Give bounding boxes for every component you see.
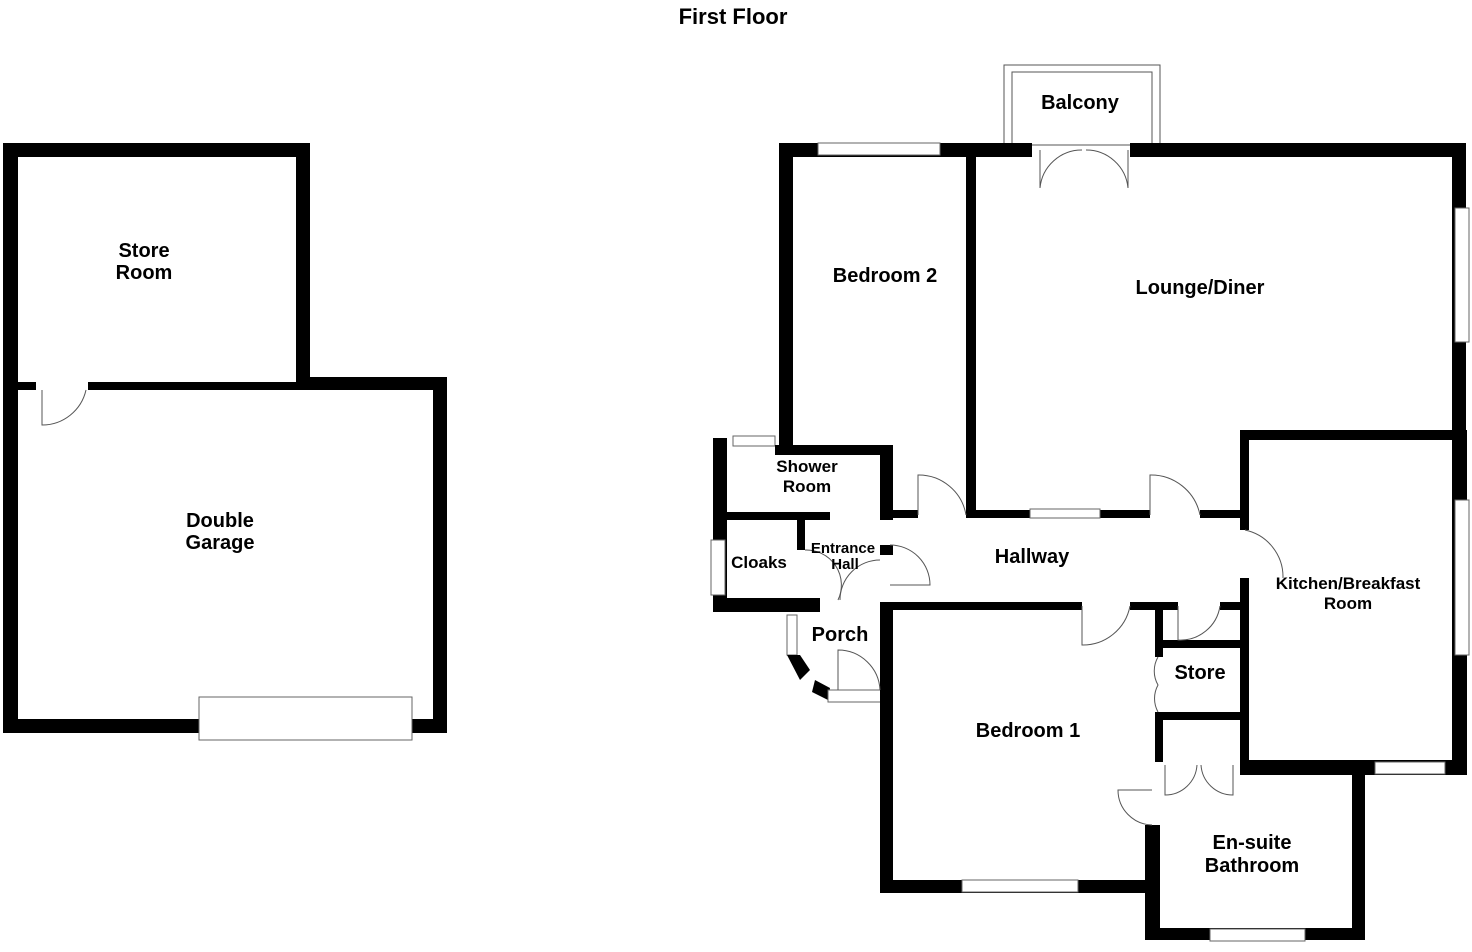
label-lounge-diner: Lounge/Diner [1136, 277, 1265, 299]
door-swing [41, 389, 87, 426]
label-bedroom-1: Bedroom 1 [976, 720, 1080, 742]
label-kitchen: Kitchen/Breakfast [1276, 574, 1421, 593]
garage-walls [3, 143, 447, 741]
label-bedroom-2: Bedroom 2 [833, 265, 937, 287]
garage-door [198, 696, 413, 741]
label-store-room-2: Room [116, 262, 173, 284]
house-walls [710, 142, 1470, 942]
label-double-garage-2: Garage [186, 532, 255, 554]
label-hallway: Hallway [995, 546, 1070, 568]
label-store: Store [1174, 662, 1225, 684]
balcony [1003, 64, 1161, 189]
label-kitchen-2: Room [1324, 594, 1372, 613]
label-balcony: Balcony [1041, 92, 1120, 114]
label-shower-room-2: Room [783, 477, 831, 496]
door-swings [804, 474, 1284, 826]
label-entrance-hall-2: Hall [831, 556, 859, 573]
label-double-garage: Double [186, 510, 254, 532]
floor-title: First Floor [679, 4, 788, 29]
label-porch: Porch [812, 624, 869, 646]
label-shower-room: Shower [776, 457, 838, 476]
label-cloaks: Cloaks [731, 553, 787, 572]
label-ensuite-2: Bathroom [1205, 855, 1299, 877]
label-entrance-hall: Entrance [811, 540, 875, 557]
label-ensuite: En-suite [1213, 832, 1292, 854]
label-store-room: Store [118, 240, 169, 262]
